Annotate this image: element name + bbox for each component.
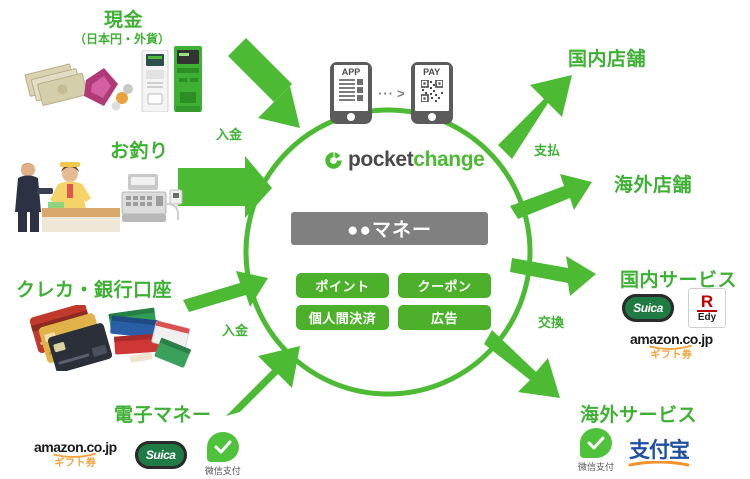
output-label-overseas-service: 海外サービス xyxy=(580,405,698,426)
suica-logo-text-domestic: Suica xyxy=(633,301,663,315)
exchange-machine-icon xyxy=(174,46,202,112)
output-label-domestic-service: 国内サービス xyxy=(620,270,738,291)
input-sublabel-cash: （日本円・外貨） xyxy=(74,32,171,46)
flow-label-deposit-cash: 入金 xyxy=(216,127,243,142)
domestic-service-brand-row: Suica R Edy xyxy=(622,288,726,328)
wechat-check-icon xyxy=(206,432,239,462)
edy-text: Edy xyxy=(697,311,717,323)
alipay-logo-text: 支付宝 xyxy=(629,439,690,462)
alipay-logo: 支付宝 xyxy=(628,434,690,467)
cash-register-icon xyxy=(121,174,183,222)
input-label-cash: 現金 xyxy=(104,10,144,31)
chip-advertising[interactable]: 広告 xyxy=(398,305,491,330)
pocketchange-mark-icon xyxy=(325,151,342,169)
app-phone-icon: APP xyxy=(330,62,372,124)
amazon-gift-label: ギフト券 xyxy=(54,458,97,469)
alipay-underline-icon xyxy=(628,461,690,467)
amazon-logo-text-domestic: amazon.co.jp xyxy=(630,331,713,347)
arrow-out-overseas-service xyxy=(484,330,560,398)
flow-label-deposit-card: 入金 xyxy=(222,323,249,338)
arrow-in-card xyxy=(183,271,268,312)
suica-logo: Suica xyxy=(134,440,187,469)
qr-code-icon xyxy=(420,80,443,102)
emoney-brand-row: amazon.co.jp ギフト券 Suica 微信支付 xyxy=(34,432,241,477)
coins-icon xyxy=(84,68,133,111)
kiosk-icon xyxy=(141,50,169,112)
amazon-logo-text: amazon.co.jp xyxy=(34,439,117,455)
wechat-check-icon-overseas xyxy=(580,428,612,458)
chip-points[interactable]: ポイント xyxy=(296,273,389,298)
arrow-out-overseas-shop xyxy=(510,174,592,219)
input-label-change: お釣り xyxy=(110,141,169,162)
amazon-swoosh-icon xyxy=(53,453,97,458)
arrow-out-domestic-shop xyxy=(498,75,572,159)
input-label-emoney: 電子マネー xyxy=(114,405,212,426)
app-phone-label: APP xyxy=(341,67,361,77)
pay-phone-label: PAY xyxy=(423,67,441,77)
wechat-pay-label-overseas: 微信支付 xyxy=(578,462,615,472)
phone-flow-group: APP ···> PAY xyxy=(330,62,453,124)
arrow-in-emoney xyxy=(226,346,300,416)
amazon-gift-logo: amazon.co.jp ギフト券 xyxy=(34,440,117,469)
feature-chip-grid: ポイント クーポン 個人間決済 広告 xyxy=(296,273,491,330)
edy-r-text: R xyxy=(700,291,714,311)
logo-text-change: change xyxy=(413,148,485,171)
chip-p2p-payment[interactable]: 個人間決済 xyxy=(296,305,389,330)
money-brand-box: ●●マネー xyxy=(291,212,488,245)
flow-label-exchange: 交換 xyxy=(538,315,565,330)
wechat-pay-logo: 微信支付 xyxy=(205,432,241,477)
arrow-out-domestic-service xyxy=(510,256,596,296)
central-circle-ring xyxy=(243,107,533,397)
input-label-credit-bank: クレカ・銀行口座 xyxy=(16,280,173,301)
pocketchange-logo: pocketchange xyxy=(324,148,485,172)
rakuten-edy-logo: R Edy xyxy=(688,288,726,328)
wechat-pay-logo-overseas: 微信支付 xyxy=(578,428,614,473)
wechat-pay-label: 微信支付 xyxy=(204,466,241,476)
dotted-arrow-right-icon: ···> xyxy=(378,85,405,101)
credit-cards-icon xyxy=(30,305,113,371)
arrow-in-change xyxy=(178,156,272,218)
output-label-domestic-shop: 国内店舗 xyxy=(568,49,647,70)
chip-coupon[interactable]: クーポン xyxy=(398,273,491,298)
flow-label-payment: 支払 xyxy=(534,143,561,158)
amazon-gift-label-domestic: ギフト券 xyxy=(650,350,693,361)
bankbooks-icon xyxy=(108,307,192,368)
cashier-counter-icon xyxy=(15,162,120,232)
suica-logo-text: Suica xyxy=(145,447,176,462)
arrow-in-cash xyxy=(228,38,300,128)
banknotes-icon xyxy=(24,63,86,106)
overseas-service-brand-row: 微信支付 支付宝 xyxy=(578,428,690,473)
amazon-swoosh-icon-domestic xyxy=(649,345,693,350)
pay-phone-icon: PAY xyxy=(410,62,453,124)
suica-logo-domestic: Suica xyxy=(622,294,674,322)
logo-text-pocket: pocket xyxy=(348,148,414,171)
output-label-overseas-shop: 海外店舗 xyxy=(614,175,693,196)
amazon-gift-logo-domestic: amazon.co.jp ギフト券 xyxy=(630,332,713,361)
